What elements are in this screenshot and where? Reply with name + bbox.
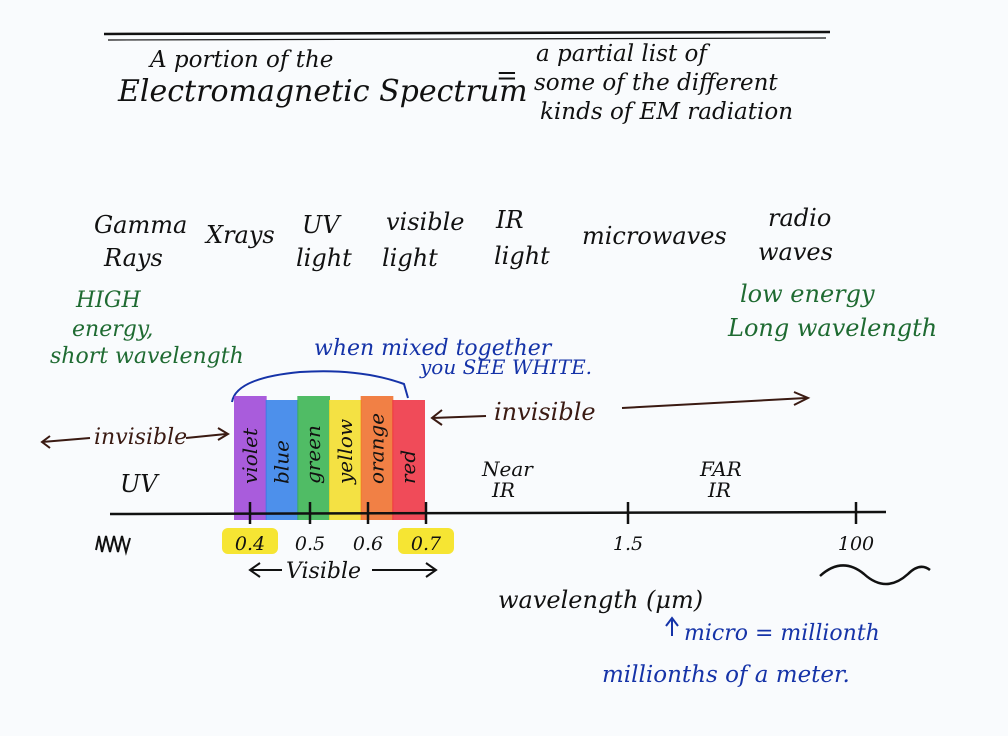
- category-ir-line2: light: [494, 242, 550, 270]
- category-radio-line2: waves: [758, 238, 833, 266]
- low-energy-line2: Long wavelength: [727, 314, 937, 342]
- mixed-line2: you SEE WHITE.: [419, 355, 592, 379]
- band-yellow: [329, 400, 362, 520]
- category-uv-line2: light: [296, 244, 352, 272]
- tick-label-1: 0.5: [295, 533, 325, 555]
- category-visible-light: visible light: [382, 208, 464, 272]
- tick-label-0: 0.4: [235, 533, 265, 555]
- short-wave-icon: [95, 535, 131, 556]
- category-xrays: Xrays: [204, 221, 275, 249]
- title-desc-2: some of the different: [534, 70, 778, 96]
- category-microwaves: microwaves: [582, 222, 727, 250]
- tick-highlight-0: [222, 528, 278, 554]
- visible-bands: violet blue green yellow orange red: [234, 396, 425, 520]
- title-desc-3: kinds of EM radiation: [540, 99, 793, 125]
- category-gamma-rays: Gamma Rays: [94, 211, 187, 272]
- band-label-violet: violet: [238, 427, 262, 484]
- far-ir-line2: IR: [707, 478, 731, 502]
- far-ir-line1: FAR: [699, 457, 742, 481]
- wavelength-axis: [109, 510, 887, 516]
- visible-label: Visible: [286, 559, 361, 584]
- high-energy-line1: HIGH: [75, 288, 141, 313]
- high-energy-note: HIGH energy, short wavelength: [50, 288, 244, 369]
- tick-label-4: 1.5: [613, 533, 643, 555]
- invisible-right-arrow: invisible: [430, 391, 811, 426]
- mixed-together-note: when mixed together you SEE WHITE.: [231, 336, 592, 403]
- band-orange: [360, 396, 394, 520]
- top-rule: [103, 30, 831, 41]
- category-microwaves-line1: microwaves: [582, 222, 727, 250]
- category-xrays-line1: Xrays: [204, 221, 275, 249]
- band-red: [392, 400, 425, 520]
- category-visible-line2: light: [382, 244, 438, 272]
- category-uv-light: UV light: [296, 211, 352, 272]
- category-gamma-line2: Rays: [103, 244, 163, 272]
- band-label-red: red: [396, 450, 420, 484]
- far-ir-label: FAR IR: [699, 457, 742, 502]
- near-ir-line2: IR: [491, 478, 515, 502]
- title-line-1: A portion of the: [148, 47, 333, 73]
- tick-highlight-3: [398, 528, 454, 554]
- category-visible-line1: visible: [386, 208, 464, 236]
- mixed-line1: when mixed together: [314, 336, 553, 361]
- invisible-left-label: invisible: [94, 425, 187, 450]
- invisible-left-arrow: invisible: [40, 425, 230, 450]
- axis-ticks: 0.4 0.5 0.6 0.7 1.5 100: [222, 502, 874, 555]
- title-equals: =: [496, 61, 518, 91]
- low-energy-note: low energy Long wavelength: [727, 280, 937, 342]
- visible-range-arrow: Visible: [248, 559, 438, 584]
- band-blue: [265, 400, 299, 520]
- tick-label-3: 0.7: [411, 533, 442, 555]
- category-radio-line1: radio: [768, 204, 831, 232]
- tick-label-2: 0.6: [353, 533, 383, 555]
- axis-label: wavelength (μm): [498, 586, 703, 614]
- low-energy-line1: low energy: [740, 280, 875, 308]
- band-green: [297, 396, 330, 520]
- micro-note-text: micro = millionth: [684, 621, 880, 646]
- band-label-yellow: yellow: [333, 419, 357, 485]
- band-label-blue: blue: [270, 440, 294, 484]
- category-gamma-line1: Gamma: [94, 211, 187, 239]
- long-wave-icon: [819, 564, 931, 586]
- high-energy-line3: short wavelength: [50, 344, 244, 369]
- micro-note: micro = millionth: [665, 616, 880, 646]
- near-ir-label: Near IR: [481, 457, 534, 502]
- millionths-note: millionths of a meter.: [602, 662, 850, 688]
- title-desc-1: a partial list of: [536, 41, 710, 67]
- band-violet: [234, 396, 267, 520]
- band-label-orange: orange: [365, 413, 389, 484]
- category-ir-light: IR light: [494, 206, 550, 270]
- band-label-green: green: [301, 425, 325, 484]
- near-ir-line1: Near: [481, 457, 534, 481]
- high-energy-line2: energy,: [72, 317, 153, 342]
- category-uv-line1: UV: [302, 211, 342, 239]
- uv-label: UV: [120, 470, 160, 498]
- category-radio-waves: radio waves: [758, 204, 833, 266]
- category-ir-line1: IR: [495, 206, 524, 234]
- title-line-2: Electromagnetic Spectrum: [117, 74, 528, 109]
- invisible-right-label: invisible: [494, 398, 596, 426]
- tick-label-5: 100: [838, 533, 874, 555]
- mixed-bracket: [231, 370, 409, 403]
